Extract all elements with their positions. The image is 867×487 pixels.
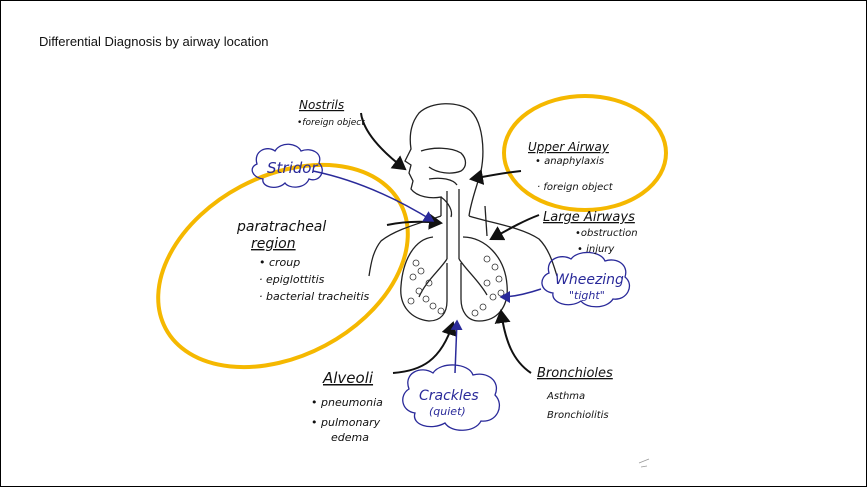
- paratracheal-item-1: · epiglottitis: [259, 273, 325, 286]
- arrow-bronchioles: [501, 311, 531, 373]
- bronchioles-item-0: Asthma: [546, 391, 585, 402]
- alveoli-item-2: edema: [331, 431, 369, 444]
- pointer-arrows: [361, 113, 539, 373]
- bronchioles-item-1: Bronchiolitis: [547, 410, 609, 421]
- crackles-label: Crackles: [419, 388, 479, 404]
- wheezing-label: Wheezing: [555, 272, 624, 288]
- nostrils-heading: Nostrils: [299, 98, 344, 112]
- anatomy-outline: [369, 104, 557, 321]
- wheezing-sub: "tight": [569, 289, 605, 302]
- bronchiole-clusters: [408, 256, 504, 316]
- large-airways-item-0: •obstruction: [575, 228, 638, 239]
- large-airways-item-1: • injury: [577, 244, 615, 255]
- large-airways-heading: Large Airways: [543, 210, 635, 225]
- upper-airway-item-1: · foreign object: [537, 182, 614, 193]
- alveoli-item-1: • pulmonary: [311, 416, 381, 429]
- crackles-sub: (quiet): [429, 405, 466, 418]
- alveoli-heading: Alveoli: [322, 369, 374, 387]
- paratracheal-item-0: • croup: [259, 256, 300, 269]
- stridor-label: Stridor: [267, 159, 318, 177]
- stray-mark: [639, 459, 649, 467]
- paratracheal-item-2: · bacterial tracheitis: [259, 290, 370, 303]
- sound-arrows: [313, 171, 541, 373]
- paratracheal-heading-1: paratracheal: [236, 219, 326, 235]
- upper-airway-item-0: • anaphylaxis: [535, 156, 604, 167]
- arrow-nostrils: [361, 113, 405, 169]
- paratracheal-heading-2: region: [251, 236, 296, 252]
- bronchioles-heading: Bronchioles: [537, 366, 613, 381]
- nostrils-item-0: •foreign object: [297, 118, 365, 128]
- alveoli-item-0: • pneumonia: [311, 396, 383, 409]
- upper-airway-heading: Upper Airway: [528, 140, 610, 154]
